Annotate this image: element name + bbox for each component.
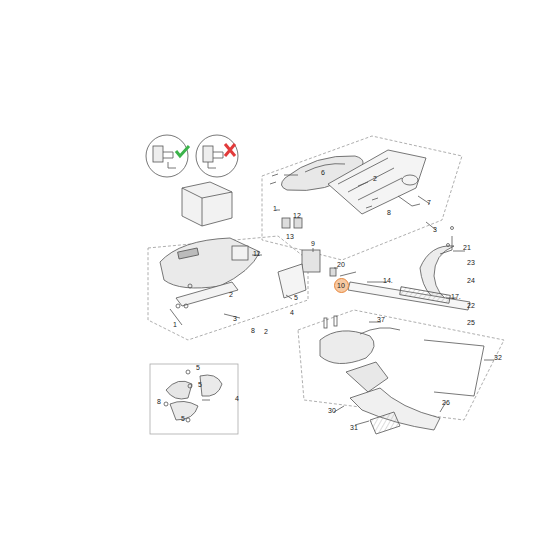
callout-number: 31 [349,424,359,432]
callout-number: 4 [234,395,240,403]
callout-number: 32 [493,354,503,362]
callout-number: 8 [386,209,392,217]
callout-number: 1 [172,321,178,329]
callout-number: 7 [426,199,432,207]
callout-number: 22 [466,302,476,310]
callout-number: 2 [228,291,234,299]
callout-number: 20 [336,261,346,269]
callout-number: 30 [327,407,337,415]
callout-number: 37 [376,316,386,324]
callout-number: 13 [285,233,295,241]
callout-number: 25 [466,319,476,327]
callout-number: 11 [252,250,261,258]
callout-number: 3 [432,226,438,234]
callout-number: 3 [232,315,238,323]
callout-number: 5 [180,415,186,423]
callout-number: 4 [289,309,295,317]
callout-number: 2 [263,328,269,336]
callout-number: 23 [466,259,476,267]
callout-number: 12 [292,212,302,220]
callout-number: 5 [293,294,299,302]
callout-number: 1 [272,205,278,213]
callout-number: 26 [441,399,451,407]
callout-number: 17. [450,293,462,301]
callout-number: 5 [195,364,201,372]
callout-number: 5 [197,381,203,389]
callout-number: 2 [372,175,378,183]
callout-number: 14. [382,277,394,285]
callout-number: 9 [310,240,316,248]
callout-number: 8 [156,398,162,406]
callout-number: 10 [337,282,345,289]
callout-number: 8 [250,327,256,335]
highlighted-callout: 10 [334,278,349,293]
callout-number: 21 [462,244,472,252]
callout-number: 24 [466,277,476,285]
callout-number: 6 [320,169,326,177]
